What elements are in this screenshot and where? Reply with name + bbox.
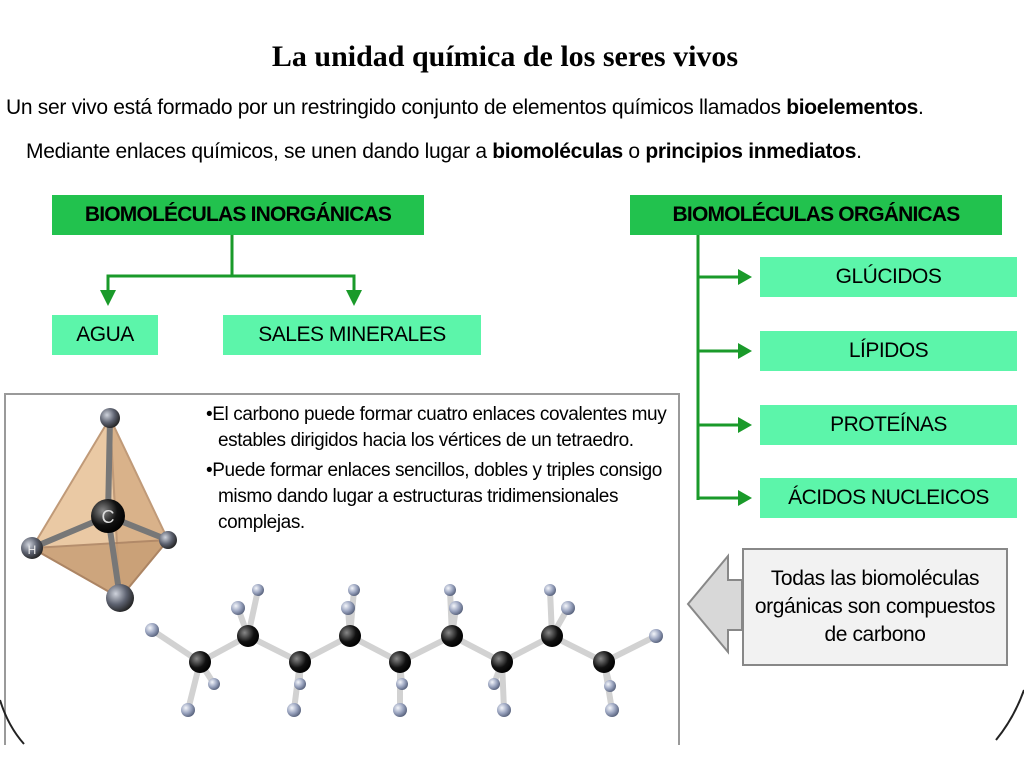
carbon-atoms: [189, 625, 615, 673]
intro-bold-term: bioelementos: [786, 96, 918, 119]
carbon-atom: [91, 499, 125, 533]
carbon-atom: [189, 651, 211, 673]
carbon-atom: [441, 625, 463, 647]
hydrogen-atom: [341, 601, 355, 615]
carbon-atom: [593, 651, 615, 673]
organic-item-nucleic-acids: ÁCIDOS NUCLEICOS: [760, 478, 1017, 518]
hydrogen-atom: [605, 703, 619, 717]
hydrogen-atom-label: H: [28, 543, 37, 557]
carbon-atom: [237, 625, 259, 647]
intro-text: o: [622, 140, 646, 163]
arrow-down-icon: [346, 290, 362, 306]
hydrogen-atom: [145, 623, 159, 637]
hydrogen-atom: [449, 601, 463, 615]
hydrocarbon-chain-model: [145, 584, 663, 717]
hydrogen-atom: [294, 678, 306, 690]
carbon-atom-label: C: [102, 507, 115, 527]
hydrogen-atom: [231, 601, 245, 615]
hydrogen-atom: [604, 680, 616, 692]
decorative-curve: [0, 699, 25, 745]
hydrogen-atom: [106, 584, 134, 612]
decorative-curve: [995, 689, 1024, 741]
inorganic-item-mineral-salts: SALES MINERALES: [223, 315, 481, 355]
carbon-bullet-item: •El carbono puede formar cuatro enlaces …: [206, 404, 667, 451]
hydrogen-atom: [444, 584, 456, 596]
inorganic-connector: [106, 235, 356, 292]
tetrahedron-face: [28, 538, 171, 600]
hydrogen-atom: [208, 678, 220, 690]
arrow-right-icon: [738, 269, 752, 285]
hydrogen-atom: [561, 601, 575, 615]
inorganic-biomolecules-header: BIOMOLÉCULAS INORGÁNICAS: [52, 195, 424, 235]
intro-line-1: Un ser vivo está formado por un restring…: [6, 96, 924, 120]
intro-text: .: [856, 140, 862, 163]
inorganic-item-water: AGUA: [52, 315, 158, 355]
carbon-bullet-item: •Puede formar enlaces sencillos, dobles …: [206, 460, 662, 533]
hydrogen-atoms: [145, 584, 663, 717]
arrow-right-icon: [738, 490, 752, 506]
page-title: La unidad química de los seres vivos: [271, 40, 739, 73]
hydrogen-atom: [159, 531, 177, 549]
intro-text: Mediante enlaces químicos, se unen dando…: [26, 140, 493, 163]
organic-item-lipids: LÍPIDOS: [760, 331, 1017, 371]
arrow-right-icon: [738, 417, 752, 433]
intro-line-2: Mediante enlaces químicos, se unen dando…: [26, 140, 862, 164]
hydrogen-atom: [396, 678, 408, 690]
arrow-down-icon: [100, 290, 116, 306]
organic-biomolecules-header: BIOMOLÉCULAS ORGÁNICAS: [630, 195, 1002, 235]
organic-item-carbohydrates: GLÚCIDOS: [760, 257, 1017, 297]
arrow-right-icon: [738, 343, 752, 359]
intro-text: .: [917, 96, 924, 119]
intro-bold-term: biomoléculas: [492, 140, 623, 163]
carbon-atom: [389, 651, 411, 673]
hydrogen-atom: [100, 408, 120, 428]
hydrogen-atom: [181, 703, 195, 717]
carbon-compounds-note: Todas las biomoléculas orgánicas son com…: [742, 548, 1008, 666]
carbon-atom: [491, 651, 513, 673]
intro-bold-term: principios inmediatos: [645, 140, 857, 163]
organic-item-proteins: PROTEÍNAS: [760, 405, 1017, 445]
carbon-atom: [289, 651, 311, 673]
hydrogen-atom: [649, 629, 663, 643]
carbon-bullet-list: •El carbono puede formar cuatro enlaces …: [206, 402, 676, 540]
intro-text: Un ser vivo está formado por un restring…: [6, 96, 787, 119]
carbon-atom: [541, 625, 563, 647]
tetrahedron-model: C H: [21, 408, 177, 612]
hydrogen-atom: [497, 703, 511, 717]
hydrogen-atom: [488, 678, 500, 690]
arrow-left-icon: [686, 553, 743, 655]
hydrogen-atom: [348, 584, 360, 596]
hydrogen-atom: [21, 537, 43, 559]
hydrogen-atom: [287, 703, 301, 717]
carbon-atom: [339, 625, 361, 647]
hydrogen-atom: [393, 703, 407, 717]
hydrogen-atom: [252, 584, 264, 596]
hydrogen-atom: [544, 584, 556, 596]
